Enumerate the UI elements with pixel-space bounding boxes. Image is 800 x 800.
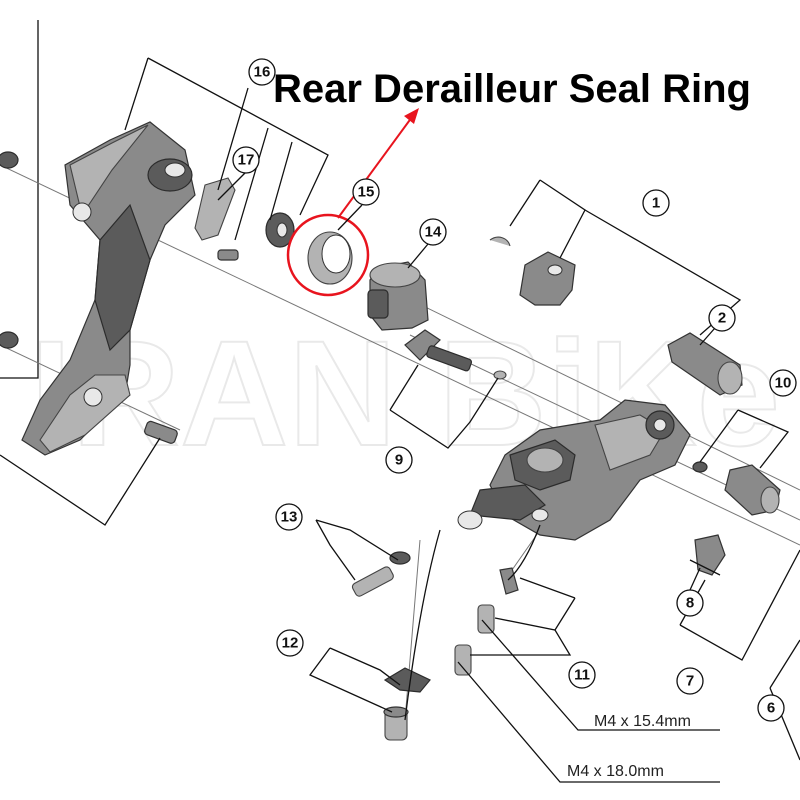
svg-text:14: 14 bbox=[425, 224, 442, 241]
callout-16: 16 bbox=[248, 58, 276, 86]
part-15-seal-ring bbox=[307, 231, 353, 285]
part-10-pivot-bolt bbox=[692, 461, 781, 516]
callout-1: 1 bbox=[642, 189, 670, 217]
svg-text:9: 9 bbox=[395, 452, 403, 469]
part-17-bushing bbox=[194, 177, 239, 261]
callout-10: 10 bbox=[769, 369, 797, 397]
part-9-adjuster bbox=[404, 329, 507, 380]
svg-text:17: 17 bbox=[238, 152, 255, 169]
highlight-arrow-line bbox=[337, 116, 413, 219]
seal-ring-highlight-circle bbox=[286, 213, 370, 297]
part-1-b-tension bbox=[489, 236, 576, 306]
frame-corner bbox=[0, 20, 39, 379]
part-2-pulley-bolt bbox=[667, 332, 743, 396]
callout-6: 6 bbox=[757, 694, 785, 722]
washer-left-lower bbox=[0, 331, 19, 349]
leader-lines bbox=[0, 57, 800, 783]
callout-11: 11 bbox=[568, 661, 596, 689]
part-12-bolt bbox=[383, 667, 431, 741]
callout-12: 12 bbox=[276, 629, 304, 657]
callout-8: 8 bbox=[676, 589, 704, 617]
svg-text:12: 12 bbox=[282, 635, 299, 652]
derailleur-main-body bbox=[457, 399, 691, 541]
outer-cage-plate bbox=[21, 121, 196, 456]
svg-text:6: 6 bbox=[767, 700, 775, 717]
svg-text:7: 7 bbox=[686, 673, 694, 690]
part-8-clamp bbox=[689, 534, 726, 576]
highlight-arrow-head bbox=[404, 108, 419, 124]
svg-text:15: 15 bbox=[358, 184, 375, 201]
callout-7: 7 bbox=[676, 667, 704, 695]
callout-2: 2 bbox=[708, 304, 736, 332]
callout-9: 9 bbox=[385, 446, 413, 474]
callout-13: 13 bbox=[275, 503, 303, 531]
part-16-washer-hole bbox=[276, 222, 288, 238]
svg-text:13: 13 bbox=[281, 509, 298, 526]
svg-text:1: 1 bbox=[652, 195, 660, 212]
part-11-bolts bbox=[454, 567, 519, 676]
part-14-spring-cylinder bbox=[367, 261, 429, 331]
svg-text:10: 10 bbox=[775, 375, 792, 392]
callout-15: 15 bbox=[352, 178, 380, 206]
svg-text:11: 11 bbox=[574, 667, 590, 684]
diagram-title: Rear Derailleur Seal Ring bbox=[273, 67, 751, 111]
spec-bolt-long: M4 x 18.0mm bbox=[567, 763, 664, 780]
washer-left-upper bbox=[0, 151, 19, 169]
svg-text:2: 2 bbox=[718, 310, 726, 327]
svg-text:8: 8 bbox=[686, 595, 694, 612]
spec-bolt-short: M4 x 15.4mm bbox=[594, 713, 691, 730]
part-13-bolt bbox=[351, 551, 411, 597]
cage-pivot-bolt bbox=[144, 420, 178, 444]
svg-text:16: 16 bbox=[254, 64, 271, 81]
callout-14: 14 bbox=[419, 218, 447, 246]
callout-17: 17 bbox=[232, 146, 260, 174]
